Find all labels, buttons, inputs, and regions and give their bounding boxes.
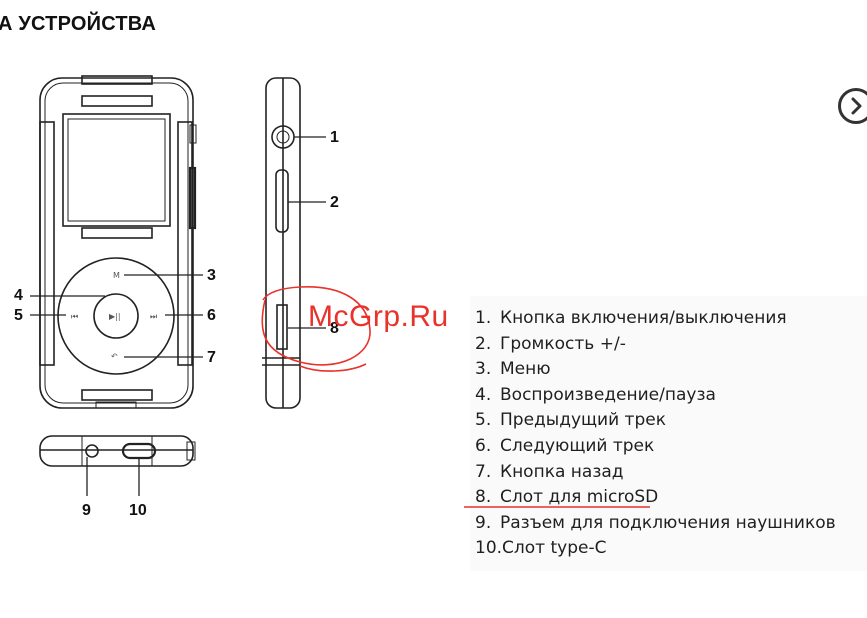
legend-item: 6. Следующий трек bbox=[475, 434, 836, 460]
legend-item: 7. Кнопка назад bbox=[475, 460, 836, 486]
callout-5: 5 bbox=[14, 307, 23, 324]
callout-2: 2 bbox=[330, 194, 339, 211]
legend-num: 7. bbox=[475, 461, 492, 482]
legend-text: Воспроизведение/пауза bbox=[500, 384, 716, 405]
legend-item: 1. Кнопка включения/выключения bbox=[475, 306, 836, 332]
legend-text: Следующий трек bbox=[500, 435, 655, 456]
legend-text: Слот type-C bbox=[502, 538, 607, 559]
legend-text: Разъем для подключения наушников bbox=[500, 512, 836, 533]
legend-num: 4. bbox=[475, 384, 492, 405]
red-annotations bbox=[261, 286, 650, 508]
callout-1: 1 bbox=[330, 129, 339, 146]
legend-panel bbox=[470, 296, 867, 571]
legend-num: 6. bbox=[475, 435, 492, 456]
legend-item: 4. Воспроизведение/пауза bbox=[475, 383, 836, 409]
legend-text: Кнопка включения/выключения bbox=[500, 308, 787, 328]
callout-9: 9 bbox=[82, 502, 91, 519]
legend-item: 5. Предыдущий трек bbox=[475, 408, 836, 434]
section-heading: А УСТРОЙСТВА bbox=[0, 13, 157, 35]
legend-num: 8. bbox=[475, 487, 492, 508]
legend-text: Кнопка назад bbox=[500, 461, 624, 482]
legend-text: Громкость +/- bbox=[500, 333, 626, 354]
legend-text: Меню bbox=[500, 359, 551, 380]
callout-4: 4 bbox=[14, 287, 23, 304]
device-bottom-view bbox=[39, 435, 196, 496]
wheel-glyphs: M ⏮ ▶|| ⏭ ↶ bbox=[71, 271, 157, 361]
device-front-view bbox=[39, 75, 197, 409]
callout-10: 10 bbox=[129, 502, 147, 519]
legend-num: 10. bbox=[475, 538, 503, 559]
front-leader-lines bbox=[30, 274, 203, 358]
legend-num: 1. bbox=[475, 308, 492, 328]
callout-6: 6 bbox=[207, 307, 216, 324]
legend-num: 9. bbox=[475, 512, 492, 533]
legend-text: Слот для microSD bbox=[500, 487, 659, 508]
back-glyph: ↶ bbox=[110, 352, 118, 361]
legend-num: 5. bbox=[475, 410, 492, 431]
legend-item: 3. Меню bbox=[475, 357, 836, 383]
next-page-button[interactable] bbox=[838, 88, 867, 124]
parts-legend: 1. Кнопка включения/выключения 2. Громкост… bbox=[475, 306, 836, 562]
next-glyph: ⏭ bbox=[150, 312, 157, 321]
legend-item: 10.Слот type-C bbox=[475, 536, 836, 562]
chevron-right-icon bbox=[851, 97, 862, 115]
device-side-view bbox=[262, 77, 301, 409]
legend-num: 2. bbox=[475, 333, 492, 354]
legend-item: 8. Слот для microSD bbox=[475, 485, 836, 511]
menu-glyph: M bbox=[113, 271, 120, 280]
callout-8: 8 bbox=[330, 320, 339, 337]
legend-item: 9. Разъем для подключения наушников bbox=[475, 511, 836, 537]
callout-3: 3 bbox=[207, 267, 216, 284]
play-pause-glyph: ▶|| bbox=[109, 312, 121, 321]
legend-num: 3. bbox=[475, 359, 492, 380]
callout-7: 7 bbox=[207, 349, 216, 366]
prev-glyph: ⏮ bbox=[71, 312, 78, 321]
side-leader-lines bbox=[288, 136, 326, 329]
watermark: McGrp.Ru bbox=[308, 300, 449, 333]
legend-text: Предыдущий трек bbox=[500, 410, 666, 431]
legend-item: 2. Громкость +/- bbox=[475, 332, 836, 358]
